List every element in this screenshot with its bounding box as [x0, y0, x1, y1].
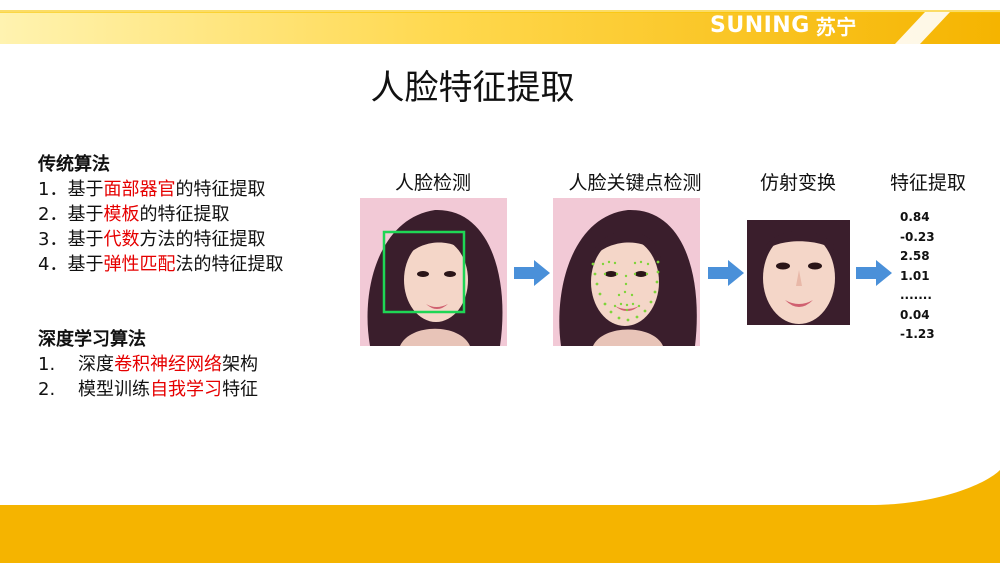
deep-learning-item: 1. 深度卷积神经网络架构: [38, 354, 259, 375]
feature-value: -1.23: [900, 327, 935, 341]
feature-value: .......: [900, 288, 932, 302]
feature-value: 2.58: [900, 249, 930, 263]
affine-aligned-face-image: [747, 220, 850, 325]
traditional-item: 4．基于弹性匹配法的特征提取: [38, 254, 284, 275]
arrow-right-icon: [514, 260, 550, 286]
traditional-heading: 传统算法: [38, 154, 110, 175]
facial-keypoints: [591, 260, 660, 322]
traditional-item: 2．基于模板的特征提取: [38, 204, 230, 225]
deep-learning-section: 深度学习算法 1. 深度卷积神经网络架构 2. 模型训练自我学习特征: [38, 327, 358, 402]
traditional-section: 传统算法 1．基于面部器官的特征提取 2．基于模板的特征提取 3．基于代数方法的…: [38, 152, 358, 277]
feature-value: -0.23: [900, 229, 935, 244]
brand-logo: SUNING 苏宁: [710, 12, 857, 39]
page-title: 人脸特征提取: [370, 68, 575, 108]
brand-name-cn: 苏宁: [815, 14, 857, 39]
step-label-keypoint-detection: 人脸关键点检测: [568, 172, 702, 194]
traditional-item: 1．基于面部器官的特征提取: [38, 179, 266, 200]
step-label-face-detection: 人脸检测: [394, 172, 471, 194]
arrow-right-icon: [856, 260, 892, 286]
bottom-banner: [0, 470, 1000, 563]
deep-learning-item: 2. 模型训练自我学习特征: [38, 379, 259, 400]
top-banner: [0, 10, 1000, 44]
step-label-affine-transform: 仿射变换: [759, 172, 836, 194]
arrow-right-icon: [708, 260, 744, 286]
feature-value: 0.84: [900, 210, 930, 224]
face-detection-image: [360, 198, 507, 346]
brand-name: SUNING: [710, 12, 810, 38]
feature-value: 1.01: [900, 268, 930, 283]
face-bounding-box: [382, 230, 466, 314]
deep-learning-heading: 深度学习算法: [38, 329, 146, 350]
step-label-feature-extraction: 特征提取: [889, 172, 966, 194]
feature-vector: 0.84 -0.23 2.58 1.01 ....... 0.04 -1.23: [900, 208, 935, 345]
feature-value: 0.04: [900, 307, 930, 322]
keypoint-detection-image: [553, 198, 700, 346]
traditional-item: 3．基于代数方法的特征提取: [38, 229, 266, 250]
